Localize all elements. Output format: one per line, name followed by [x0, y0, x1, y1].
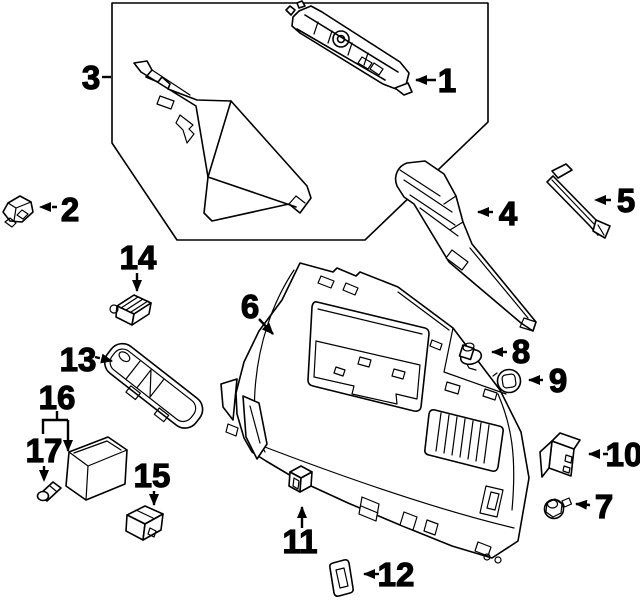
- callout-5-label[interactable]: 5: [616, 181, 636, 219]
- callout-9-label[interactable]: 9: [548, 361, 568, 399]
- part-12-drawing: [329, 559, 354, 597]
- callout-14: 14: [119, 238, 158, 292]
- diagram-artwork: [2, 0, 611, 597]
- callout-17-label[interactable]: 17: [25, 431, 63, 469]
- part-3-drawing: [133, 60, 312, 222]
- callouts-layer: 1 2 3 4 5 6 7 8: [25, 58, 640, 594]
- callout-2-label[interactable]: 2: [60, 190, 80, 228]
- callout-3: 3: [81, 58, 111, 97]
- callout-16: 16: [38, 378, 76, 452]
- callout-7-label[interactable]: 7: [594, 487, 614, 525]
- callout-10-label[interactable]: 10: [605, 435, 640, 473]
- callout-11: 11: [282, 506, 318, 561]
- callout-7: 7: [575, 487, 614, 526]
- part-8-drawing: [458, 342, 483, 371]
- callout-13: 13: [59, 340, 113, 379]
- callout-5: 5: [594, 181, 636, 220]
- callout-7-arrow: [575, 499, 591, 510]
- callout-2: 2: [39, 190, 80, 229]
- callout-9: 9: [528, 361, 568, 400]
- callout-6: 6: [240, 287, 274, 335]
- callout-16-label[interactable]: 16: [38, 378, 76, 416]
- callout-3-label[interactable]: 3: [81, 58, 101, 96]
- callout-8: 8: [491, 332, 531, 371]
- part-14-drawing: [109, 294, 152, 326]
- callout-8-label[interactable]: 8: [511, 332, 531, 370]
- callout-16-bracket-bar: [41, 418, 68, 434]
- inset-box: [111, 2, 489, 241]
- callout-15-label[interactable]: 15: [133, 456, 171, 494]
- callout-13-arrow: [94, 353, 113, 364]
- callout-1-label[interactable]: 1: [437, 61, 457, 99]
- callout-17: 17: [25, 431, 63, 482]
- callout-10: 10: [588, 435, 640, 474]
- part-1-drawing: [285, 0, 413, 96]
- part-7-drawing: [543, 497, 573, 520]
- callout-12-label[interactable]: 12: [377, 555, 415, 593]
- callout-15: 15: [133, 456, 171, 506]
- callout-13-label[interactable]: 13: [59, 340, 97, 378]
- callout-11-label[interactable]: 11: [282, 522, 318, 560]
- callout-14-label[interactable]: 14: [119, 238, 158, 276]
- callout-4-label[interactable]: 4: [498, 194, 518, 232]
- callout-1: 1: [415, 61, 457, 100]
- part-16-drawing: [65, 436, 128, 501]
- part-2-drawing: [2, 195, 34, 228]
- callout-4: 4: [477, 194, 518, 233]
- part-15-drawing: [125, 505, 164, 541]
- part-17-drawing: [36, 481, 62, 502]
- callout-6-arrow: [258, 318, 274, 335]
- part-9-drawing: [492, 368, 522, 394]
- callout-12: 12: [363, 555, 415, 594]
- part-11-drawing: [288, 465, 313, 493]
- part-10-drawing: [539, 432, 581, 478]
- part-13-drawing: [103, 342, 204, 429]
- part-6-drawing: [220, 262, 530, 564]
- part-5-drawing: [546, 163, 611, 239]
- callout-6-label[interactable]: 6: [240, 287, 260, 325]
- part-4-drawing: [394, 160, 537, 332]
